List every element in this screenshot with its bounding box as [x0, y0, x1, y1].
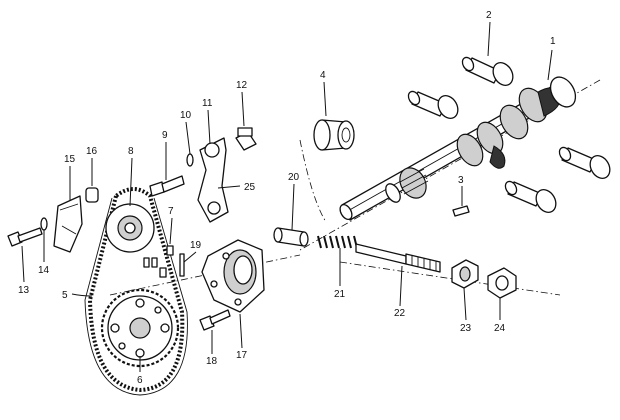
rocker-bolt: [149, 175, 185, 197]
callout-11: 11: [202, 98, 213, 109]
chain-link: [143, 245, 174, 278]
cap-nut: [487, 267, 517, 299]
callout-20: 20: [288, 172, 300, 183]
callout-17: 17: [236, 350, 248, 361]
bearing-axis: [299, 139, 327, 223]
callout-5: 5: [62, 290, 68, 301]
timing-chain: [84, 187, 188, 396]
camshaft-sprocket: [105, 203, 155, 253]
callout-1: 1: [550, 36, 556, 47]
callout-9: 9: [162, 130, 168, 141]
flange-bolt: [199, 309, 231, 331]
tensioner-washer: [40, 217, 48, 231]
callout-4: 4: [320, 70, 326, 81]
camshaft: [339, 76, 577, 221]
callout-23: 23: [460, 323, 472, 334]
callout-14: 14: [38, 265, 50, 276]
callout-25: 25: [244, 182, 256, 193]
tensioner-bolt: [7, 227, 43, 247]
woodruff-key: [452, 205, 470, 217]
rocker-washer: [186, 153, 194, 167]
callout-2: 2: [486, 10, 492, 21]
callout-19: 19: [190, 240, 202, 251]
spacer-sleeve: [273, 227, 309, 247]
cam-follower-top: [461, 56, 514, 86]
cam-follower-right: [558, 146, 611, 179]
thrust-flange: [201, 239, 265, 313]
callout-22: 22: [394, 308, 406, 319]
bearing-bush: [313, 119, 355, 151]
callout-12: 12: [236, 80, 248, 91]
leader-lines: [21, 21, 553, 372]
bolt-axis: [339, 261, 561, 296]
callout-10: 10: [180, 110, 192, 121]
callout-24: 24: [494, 323, 506, 334]
crankshaft-sprocket: [100, 288, 180, 368]
callout-6: 6: [137, 375, 143, 386]
chain-tensioner: [53, 195, 83, 253]
rocker-arm: [197, 137, 229, 223]
callout-18: 18: [206, 356, 218, 367]
compression-spring: [317, 235, 358, 249]
cam-follower-mid: [407, 90, 459, 119]
tensioner-plunger: [85, 187, 99, 203]
callout-3: 3: [458, 175, 464, 186]
callout-labels: 1 2 3 4 5 6 7 8 9 10 11 12 13 14 15 16 1…: [18, 10, 556, 386]
dowel-pin: [179, 253, 185, 277]
callout-15: 15: [64, 154, 76, 165]
callout-8: 8: [128, 146, 134, 157]
hex-nut: [451, 259, 479, 289]
threaded-rod: [355, 243, 441, 273]
callout-21: 21: [334, 289, 346, 300]
callout-16: 16: [86, 146, 98, 157]
callout-13: 13: [18, 285, 30, 296]
adjusting-screw: [235, 127, 257, 151]
callout-7: 7: [168, 206, 174, 217]
cam-follower-lower: [504, 180, 557, 213]
